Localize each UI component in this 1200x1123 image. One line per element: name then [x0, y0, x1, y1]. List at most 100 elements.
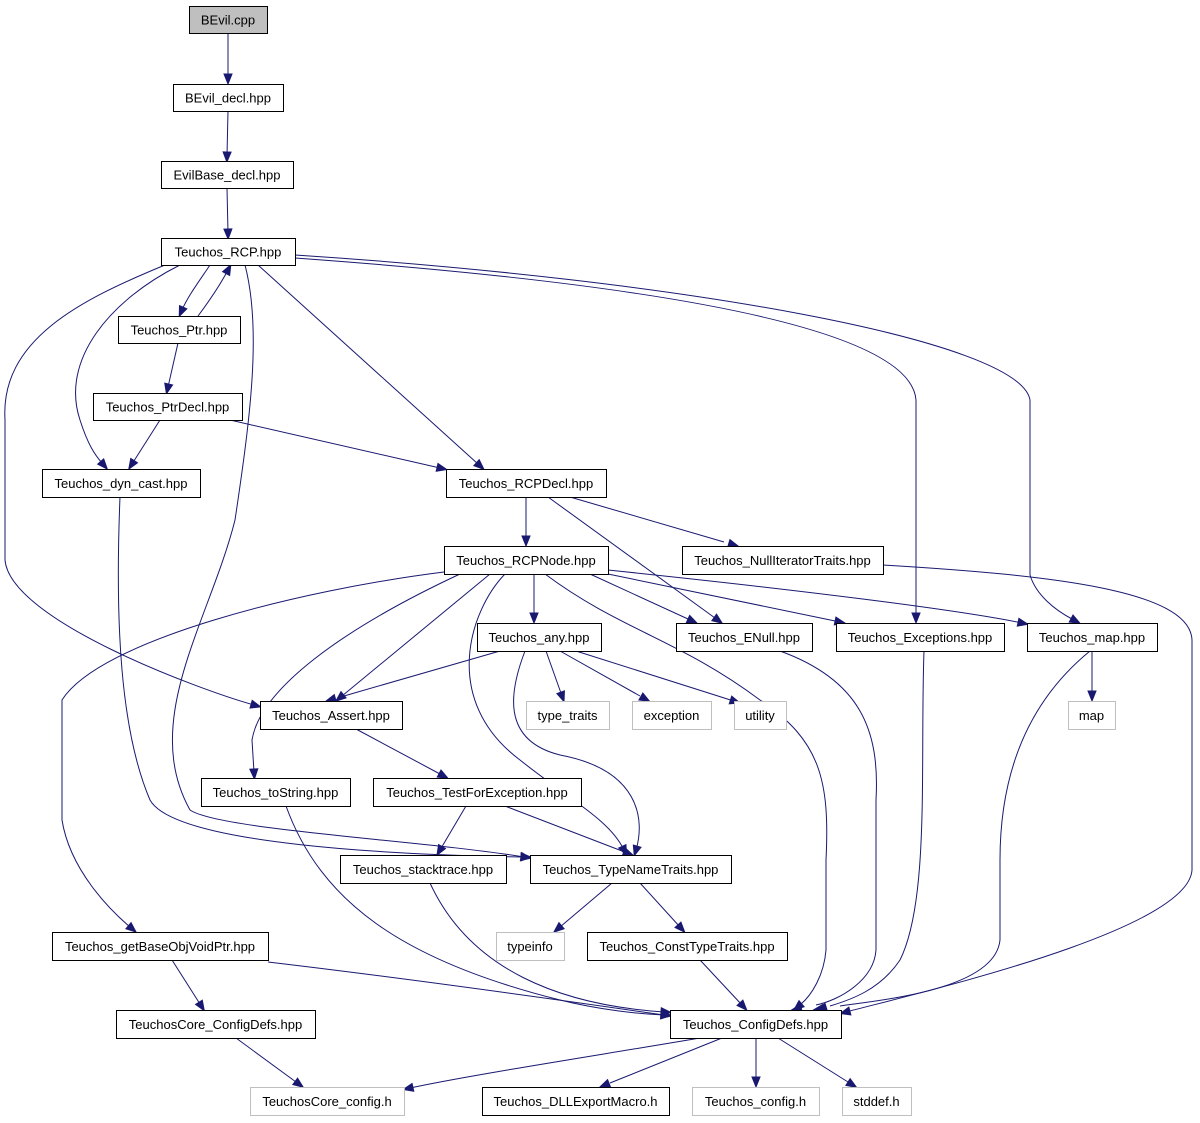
node-ptr[interactable]: Teuchos_Ptr.hpp: [118, 316, 241, 344]
edge-assert-to-testforexc: [355, 728, 450, 779]
edge-rcp-to-rcpdecl: [257, 264, 485, 471]
edge-exceptions-to-configdefs: [815, 650, 925, 1012]
node-label: Teuchos_getBaseObjVoidPtr.hpp: [65, 939, 255, 954]
edge-any-to-exception: [559, 650, 651, 703]
node-label: TeuchosCore_config.h: [262, 1094, 391, 1109]
node-bevil-cpp[interactable]: BEvil.cpp: [189, 6, 268, 34]
edge-evilbase_decl-to-rcp: [223, 187, 233, 241]
edge-rcp-to-map_hpp: [294, 254, 1082, 624]
node-configdefs[interactable]: Teuchos_ConfigDefs.hpp: [670, 1010, 842, 1039]
node-coreconfigdefs[interactable]: TeuchosCore_ConfigDefs.hpp: [116, 1010, 316, 1039]
edge-rcpdecl-to-nulliter: [569, 496, 740, 548]
edge-enull-to-configdefs: [779, 650, 877, 1013]
node-label: TeuchosCore_ConfigDefs.hpp: [129, 1017, 302, 1032]
node-label: EvilBase_decl.hpp: [174, 168, 281, 183]
node-label: Teuchos_RCPNode.hpp: [456, 553, 595, 568]
node-coreconfig-h: TeuchosCore_config.h: [250, 1087, 405, 1116]
node-map-hpp[interactable]: Teuchos_map.hpp: [1027, 623, 1158, 652]
edge-rcp-to-ptr: [178, 264, 211, 318]
node-label: Teuchos_Exceptions.hpp: [848, 630, 993, 645]
edge-any-to-assert: [324, 650, 501, 703]
node-label: Teuchos_PtrDecl.hpp: [106, 400, 230, 415]
node-label: Teuchos_ConstTypeTraits.hpp: [599, 939, 774, 954]
edge-getbaseobj-to-configdefs: [267, 961, 673, 1020]
node-label: stddef.h: [853, 1094, 899, 1109]
node-evilbase-decl[interactable]: EvilBase_decl.hpp: [161, 161, 294, 189]
node-label: utility: [745, 708, 775, 723]
node-dllexport[interactable]: Teuchos_DLLExportMacro.h: [482, 1087, 670, 1116]
edge-ptr-to-rcp: [197, 263, 232, 317]
node-rcpdecl[interactable]: Teuchos_RCPDecl.hpp: [446, 469, 607, 498]
edge-map_hpp-to-map: [1087, 651, 1097, 703]
edge-rcpnode-to-assert: [334, 573, 491, 702]
node-getbaseobj[interactable]: Teuchos_getBaseObjVoidPtr.hpp: [52, 932, 269, 961]
edge-rcpnode-to-any: [529, 574, 539, 625]
node-dyn-cast[interactable]: Teuchos_dyn_cast.hpp: [42, 469, 201, 498]
edge-ptr-to-ptrdecl: [164, 342, 179, 396]
edge-rcpdecl-to-enull: [547, 496, 724, 625]
node-label: BEvil.cpp: [201, 13, 255, 28]
node-exception: exception: [632, 701, 712, 730]
edge-map_hpp-to-configdefs: [811, 650, 1091, 1014]
edge-ptrdecl-to-rcpdecl: [229, 419, 449, 472]
edges-layer: [4, 33, 1193, 1092]
edge-configdefs-to-dllexport: [598, 1037, 723, 1088]
node-label: Teuchos_any.hpp: [489, 630, 590, 645]
edge-testforexc-to-typenametraits: [504, 805, 635, 856]
node-tostring[interactable]: Teuchos_toString.hpp: [201, 778, 351, 807]
edge-rcpnode-to-getbaseobj: [61, 571, 445, 934]
edge-configdefs-to-config_h: [751, 1038, 761, 1089]
node-label: Teuchos_dyn_cast.hpp: [55, 476, 188, 491]
node-label: Teuchos_NullIteratorTraits.hpp: [694, 553, 871, 568]
node-consttypetraits[interactable]: Teuchos_ConstTypeTraits.hpp: [587, 932, 788, 961]
node-stddef: stddef.h: [842, 1087, 912, 1116]
edge-rcpnode-to-exceptions: [607, 573, 847, 626]
node-typenametraits[interactable]: Teuchos_TypeNameTraits.hpp: [530, 855, 732, 884]
node-ptrdecl[interactable]: Teuchos_PtrDecl.hpp: [93, 393, 243, 421]
node-label: Teuchos_toString.hpp: [213, 785, 339, 800]
edge-rcpdecl-to-rcpnode: [521, 497, 531, 548]
edge-rcp-to-assert: [4, 264, 263, 709]
edge-rcp-to-dyn_cast: [75, 264, 181, 471]
node-stacktrace[interactable]: Teuchos_stacktrace.hpp: [340, 855, 507, 884]
node-rcp[interactable]: Teuchos_RCP.hpp: [161, 238, 296, 266]
node-typeinfo: typeinfo: [496, 932, 565, 961]
edge-nulliter-to-configdefs: [838, 564, 1193, 1016]
edge-bevil_cpp-to-bevil_decl: [223, 33, 233, 86]
node-label: Teuchos_DLLExportMacro.h: [493, 1094, 657, 1109]
node-label: Teuchos_TypeNameTraits.hpp: [543, 862, 719, 877]
edge-any-to-type_traits: [545, 650, 565, 703]
edge-bevil_decl-to-evilbase_decl: [222, 110, 232, 164]
edge-rcpnode-to-tostring: [249, 573, 461, 781]
node-nulliter[interactable]: Teuchos_NullIteratorTraits.hpp: [682, 546, 884, 575]
edge-any-to-utility: [575, 650, 742, 705]
edge-getbaseobj-to-coreconfigdefs: [171, 959, 206, 1012]
node-bevil-decl[interactable]: BEvil_decl.hpp: [173, 84, 284, 112]
edge-dyn_cast-to-typenametraits: [117, 496, 533, 862]
nodes-layer: BEvil.cppBEvil_decl.hppEvilBase_decl.hpp…: [42, 6, 1158, 1116]
edge-any-to-typenametraits: [513, 650, 642, 858]
edge-rcpnode-to-enull: [589, 573, 699, 624]
node-enull[interactable]: Teuchos_ENull.hpp: [676, 623, 813, 652]
node-label: type_traits: [538, 708, 598, 723]
node-assert[interactable]: Teuchos_Assert.hpp: [260, 701, 403, 730]
edge-configdefs-to-coreconfig_h: [401, 1037, 701, 1092]
node-any[interactable]: Teuchos_any.hpp: [477, 623, 602, 652]
edge-ptrdecl-to-dyn_cast: [128, 419, 161, 471]
node-rcpnode[interactable]: Teuchos_RCPNode.hpp: [444, 546, 609, 575]
node-label: Teuchos_ENull.hpp: [688, 630, 800, 645]
node-type-traits: type_traits: [526, 701, 610, 730]
edge-testforexc-to-stacktrace: [436, 805, 467, 857]
node-label: typeinfo: [507, 939, 553, 954]
edge-typenametraits-to-typeinfo: [552, 882, 613, 934]
node-label: Teuchos_Ptr.hpp: [131, 323, 228, 338]
edge-coreconfigdefs-to-coreconfig_h: [235, 1037, 305, 1089]
node-exceptions[interactable]: Teuchos_Exceptions.hpp: [836, 623, 1005, 652]
node-testforexc[interactable]: Teuchos_TestForException.hpp: [373, 778, 582, 807]
edge-tostring-to-configdefs: [285, 805, 673, 1020]
edge-rcp-to-exceptions: [294, 257, 921, 625]
node-label: Teuchos_RCP.hpp: [175, 245, 282, 260]
node-label: Teuchos_config.h: [705, 1094, 806, 1109]
node-map: map: [1068, 701, 1116, 730]
